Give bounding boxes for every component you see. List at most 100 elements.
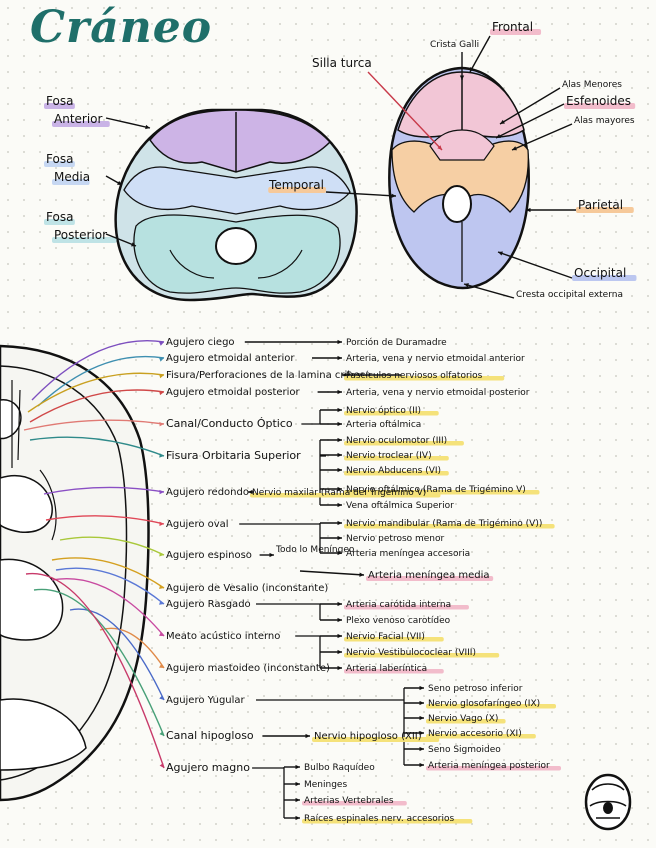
fosa-media-label-0: Fosa (44, 152, 75, 167)
fisura-lamina-cribosa-label: Fisura/Perforaciones de la lamina cribos… (166, 370, 371, 381)
agujero-etmoidal-posterior-arrow (29, 389, 165, 423)
agujero-etmoidal-anterior-content-0: Arteria, vena y nervio etmoidal anterior (346, 354, 525, 364)
agujero-yugular-content-3-text: Nervio accesorio (XI) (428, 729, 522, 739)
fisura-orbitaria-superior-content-3-arrow (320, 486, 342, 492)
canal-optico-arrow (23, 419, 165, 431)
agujero-yugular-content-5-text: Arteria meníngea posterior (428, 761, 550, 771)
agujero-yugular-content-5-highlight (426, 766, 562, 771)
fosa-media-label-1-highlight (52, 179, 90, 185)
agujero-oval-content-0: Nervio mandibular (Rama de Trigémino (V)… (344, 518, 555, 529)
crista-galli-arrow (459, 52, 465, 80)
agujero-espinoso-arrow (59, 536, 165, 557)
fosa-media-label-1: Media (52, 170, 90, 185)
agujero-oval-content-2: Arteria meníngea accesoria (346, 549, 470, 559)
temporal-label-highlight (268, 187, 326, 193)
fisura-orbitaria-superior-content-2-highlight (344, 471, 449, 476)
alas-menores-label-text: Alas Menores (562, 80, 622, 90)
fisura-lamina-cribosa-row: Fisura/Perforaciones de la lamina cribos… (27, 370, 505, 413)
canal-optico-content-0-arrow (320, 407, 342, 413)
agujero-redondo-arrow (43, 486, 165, 495)
agujero-rasgado-content-1-arrow (320, 617, 342, 623)
canal-optico-label-text: Canal/Conducto Óptico (166, 417, 293, 430)
meato-acustico-interno-arrow (51, 578, 165, 637)
canal-optico-content-0-highlight (344, 411, 439, 416)
agujero-magno-label: Agujero magno (166, 761, 250, 774)
fosa-posterior-label-0: Fosa (44, 210, 75, 225)
agujero-etmoidal-anterior-content-0-text: Arteria, vena y nervio etmoidal anterior (346, 354, 525, 364)
agujero-espinoso-content-0: Todo lo Meníngeo (275, 545, 355, 555)
agujero-etmoidal-posterior-content-0-text: Arteria, vena y nervio etmoidal posterio… (346, 388, 530, 398)
agujero-rasgado-content-0-highlight (344, 605, 469, 610)
fisura-orbitaria-superior-content-0: Nervio oculomotor (III) (344, 436, 464, 446)
agujero-yugular-content-4-text: Seno Sigmoideo (428, 745, 501, 755)
agujero-mastoideo-label: Agujero mastoideo (inconstante) (166, 663, 330, 674)
agujero-oval-content-1: Nervio petroso menor (346, 534, 445, 544)
canal-hipogloso-content-0-arrow (262, 733, 310, 739)
agujero-ciego-content-0: Porción de Duramadre (346, 337, 447, 348)
fisura-orbitaria-superior-content-0-text: Nervio oculomotor (III) (346, 436, 447, 446)
fisura-orbitaria-superior-label-text: Fisura Orbitaria Superior (166, 449, 301, 462)
fisura-lamina-cribosa-arrow (27, 372, 165, 413)
meato-acustico-interno-content-2-highlight (344, 669, 444, 674)
page-title: Cráneo (30, 2, 213, 53)
agujero-yugular-content-3-highlight (426, 734, 536, 739)
fosa-anterior-label-1: Anterior (52, 112, 110, 127)
agujero-lacerado-row: Agujero de Vesalio (inconstante) (51, 557, 328, 594)
canal-hipogloso-arrow (33, 588, 165, 737)
agujero-oval-content-2-text: Arteria meníngea accesoria (346, 549, 470, 559)
fisura-orbitaria-superior-content-4-arrow (320, 502, 342, 508)
canal-hipogloso-content-0-text: Nervio hipogloso (XII) (314, 731, 422, 742)
agujero-lacerado-arrow (51, 557, 165, 590)
meato-acustico-interno-content-1: Nervio Vestibulococlear (VIII) (344, 648, 500, 658)
meato-acustico-interno-content-1-highlight (344, 653, 500, 658)
fisura-orbitaria-superior-content-2: Nervio Abducens (VI) (344, 466, 449, 476)
agujero-rasgado-content-0: Arteria carótida interna (344, 599, 469, 610)
fisura-orbitaria-superior-content-1-text: Nervio troclear (IV) (346, 451, 432, 461)
fosa-posterior-label-1-highlight (52, 237, 117, 243)
cresta-occipital-label: Cresta occipital externa (516, 290, 623, 300)
agujero-oval-content-0-text: Nervio mandibular (Rama de Trigémino (V)… (346, 518, 542, 529)
agujero-espinoso-row: Agujero espinoso Todo lo MeníngeoArteria … (59, 536, 494, 581)
agujero-magno-content-3-arrow (284, 815, 300, 821)
agujero-ciego-label: Agujero ciego (166, 337, 235, 348)
fisura-lamina-cribosa-content-0: Fascículos nerviosos olfatorios (344, 371, 505, 381)
agujero-yugular-content-0: Seno petroso inferior (428, 684, 523, 694)
agujero-espinoso-content-0-text: Todo lo Meníngeo (275, 545, 355, 555)
meato-acustico-interno-label-text: Meato acústico interno (166, 630, 280, 642)
agujero-magno-content-1: Meninges (304, 780, 347, 790)
agujero-etmoidal-posterior-label-text: Agujero etmoidal posterior (166, 387, 301, 398)
agujero-yugular-content-1-highlight (426, 704, 556, 709)
meato-acustico-interno-content-0-highlight (344, 637, 444, 642)
canal-optico-content-1-text: Arteria oftálmica (346, 420, 421, 430)
parietal-arrow (526, 207, 576, 213)
agujero-espinoso-content-1-highlight (366, 576, 494, 581)
agujero-magno-arrow (25, 572, 165, 769)
agujero-etmoidal-posterior-content-0: Arteria, vena y nervio etmoidal posterio… (346, 388, 530, 398)
fosa-anterior-label-0: Fosa (44, 94, 75, 109)
parietal-label: Parietal (576, 198, 634, 213)
fisura-orbitaria-superior-content-2-text: Nervio Abducens (VI) (346, 466, 441, 476)
agujero-espinoso-label: Agujero espinoso (166, 550, 252, 561)
agujero-yugular-content-0-arrow (404, 685, 424, 691)
esfenoides-label: Esfenoides (564, 94, 636, 109)
agujero-magno-content-3: Raíces espinales nerv. accesorios (302, 814, 473, 824)
agujero-etmoidal-posterior-row: Agujero etmoidal posterior Arteria, vena … (29, 387, 530, 423)
meato-acustico-interno-content-1-arrow (320, 649, 342, 655)
agujero-yugular-content-1-text: Nervio glosofaríngeo (IX) (428, 699, 540, 709)
fisura-orbitaria-superior-content-0-highlight (344, 441, 464, 446)
silla-turca-label-text: Silla turca (312, 56, 372, 70)
agujero-magno-content-0: Bulbo Raquídeo (304, 763, 375, 773)
meato-acustico-interno-content-2: Arteria laberíntica (344, 664, 444, 674)
silla-turca-arrow (367, 71, 443, 151)
agujero-redondo-content-0-highlight (250, 493, 441, 498)
fisura-orbitaria-superior-content-4: Vena oftálmica Superior (346, 501, 454, 511)
occipital-label-text: Occipital (574, 266, 626, 280)
alas-menores-label: Alas Menores (562, 80, 622, 90)
agujero-lacerado-label: Agujero de Vesalio (inconstante) (166, 583, 328, 594)
cresta-occipital-label-text: Cresta occipital externa (516, 290, 623, 300)
